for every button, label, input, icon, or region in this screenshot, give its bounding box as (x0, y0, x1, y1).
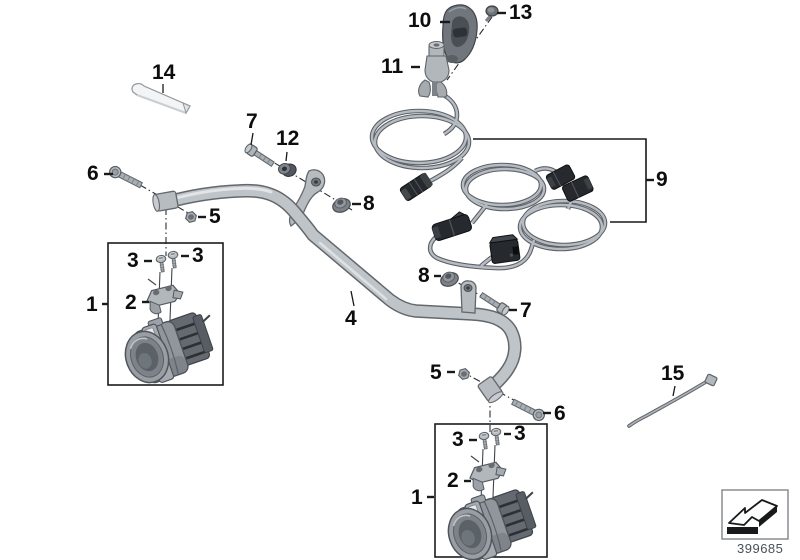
assembly-axis-lines (139, 16, 531, 432)
callout-11: 11 (381, 55, 404, 78)
callout-3-bottom-a: 3 (452, 428, 464, 451)
harness-connector-e (488, 234, 521, 264)
nut-8-lower (437, 268, 461, 290)
harness-connector-a (399, 172, 433, 201)
nut-5-left (183, 210, 199, 224)
callout-5-left: 5 (209, 205, 221, 228)
screw-7-upper (242, 142, 277, 169)
callout-2-left: 2 (125, 291, 137, 314)
callout-14: 14 (152, 61, 176, 84)
screw-13 (484, 5, 499, 22)
callout-3-left-a: 3 (127, 249, 139, 272)
fasteners (107, 142, 547, 424)
callout-10: 10 (408, 9, 432, 32)
wiring-harness (369, 90, 654, 271)
callout-15: 15 (661, 362, 685, 385)
callout-1-left: 1 (86, 293, 98, 316)
bar-clamp-left (152, 190, 179, 212)
callout-7-lower: 7 (520, 299, 532, 322)
callout-8-upper: 8 (363, 192, 375, 215)
callout-5-lower: 5 (430, 361, 442, 384)
callout-4: 4 (345, 307, 357, 330)
callout-2-bottom: 2 (447, 469, 459, 492)
callout-leaders (102, 11, 676, 499)
nut-5-lower (456, 367, 472, 381)
direction-arrow-icon (721, 489, 789, 540)
spacer-12 (278, 163, 297, 177)
bolt-6-left (107, 163, 145, 191)
harness-inline-connector-d (431, 211, 473, 241)
callout-3-bottom-b: 3 (514, 422, 526, 445)
callout-6-lower: 6 (554, 402, 566, 425)
callout-12: 12 (276, 127, 300, 150)
cable-strap-15 (627, 373, 718, 428)
harness-connector-c (561, 175, 594, 202)
mounting-bar-4 (152, 169, 522, 404)
diagram-number: 399685 (737, 541, 784, 556)
clamp-11 (418, 41, 450, 98)
callout-8-lower: 8 (418, 264, 430, 287)
callout-9: 9 (656, 168, 668, 191)
callout-13: 13 (509, 1, 533, 24)
assembly-box-1-left (107, 242, 224, 386)
bracket-10 (442, 4, 478, 64)
callout-3-left-b: 3 (192, 244, 204, 267)
callout-1-bottom: 1 (411, 486, 423, 509)
harness-bracket-9 (473, 138, 654, 223)
callout-6-left: 6 (87, 162, 99, 185)
harness-connector-b (545, 164, 576, 190)
bar-clamp-right (477, 376, 504, 404)
bar-bracket-lower (460, 280, 477, 314)
protective-sleeve-14 (131, 83, 191, 115)
callout-7-upper: 7 (246, 110, 258, 133)
bolt-6-lower (509, 396, 547, 424)
